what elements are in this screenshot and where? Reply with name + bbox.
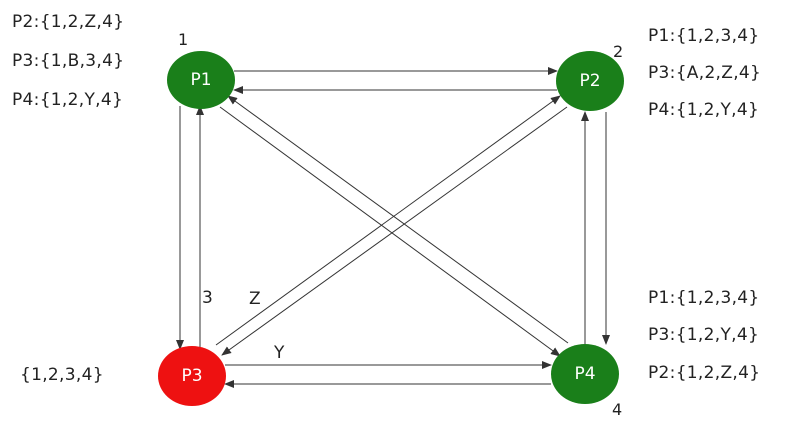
p1-vector-line: P2:{1,2,Z,4} — [12, 12, 125, 32]
node-p1: P1 — [167, 51, 235, 109]
p2-vector-line: P3:{A,2,Z,4} — [648, 63, 762, 83]
p4-vector-line: P1:{1,2,3,4} — [648, 288, 760, 308]
p4-vector-line: P2:{1,2,Z,4} — [648, 363, 761, 383]
p2-vector-line: P4:{1,2,Y,4} — [648, 100, 760, 120]
edge-p1-to-p4 — [219, 106, 561, 357]
node-p4: P4 — [551, 344, 619, 404]
node-p2: P2 — [556, 51, 624, 111]
p1-vector-line: P3:{1,B,3,4} — [12, 51, 125, 71]
edge-label-p1-p3: 3 — [202, 288, 214, 308]
edge-label-p3-p4: Y — [274, 343, 285, 363]
node-p3: P3 — [158, 346, 226, 406]
p1-vector-line: P4:{1,2,Y,4} — [12, 90, 124, 110]
node-number-p4: 4 — [612, 400, 623, 419]
edge-p2-to-p3 — [221, 106, 568, 356]
edge-p3-to-p2 — [215, 95, 561, 346]
p2-vector-line: P1:{1,2,3,4} — [648, 26, 760, 46]
p4-vector-line: P3:{1,2,Y,4} — [648, 325, 760, 345]
node-number-p1: 1 — [178, 30, 189, 49]
node-number-p2: 2 — [613, 42, 624, 61]
edge-p4-to-p1 — [227, 95, 569, 344]
edge-label-p3-p2: Z — [249, 289, 261, 309]
p3-vector-line: {1,2,3,4} — [20, 365, 104, 385]
